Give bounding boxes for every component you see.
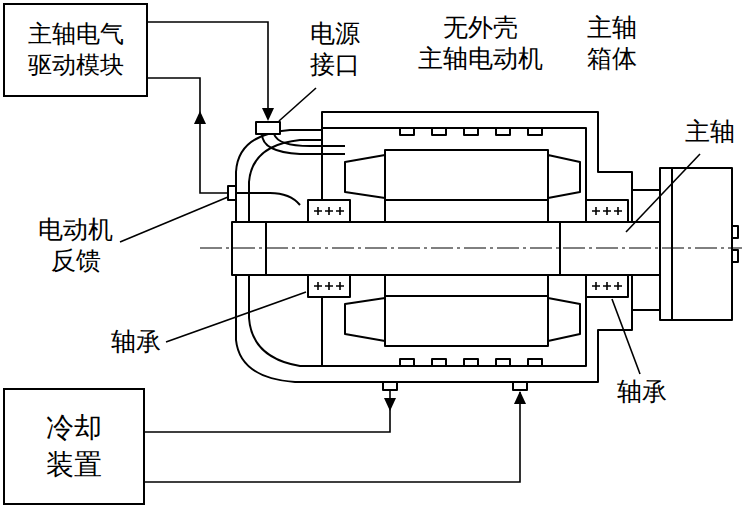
center-line xyxy=(200,248,742,249)
part-label-holder: 无外壳 主轴电动机 xyxy=(416,12,545,75)
part-label-holder: 主轴 箱体 xyxy=(585,12,639,75)
leader-line xyxy=(626,154,700,232)
part-label-holder: 主轴 xyxy=(683,116,737,147)
cooling-groove xyxy=(528,359,542,366)
module-box: 主轴电气 驱动模块 xyxy=(3,3,148,97)
feedback-connector xyxy=(228,186,236,200)
coolant-return xyxy=(145,390,390,432)
cooling-groove xyxy=(464,359,478,366)
winding xyxy=(345,298,385,341)
cooling-groove xyxy=(528,128,542,135)
leader-line xyxy=(166,292,306,342)
feedback-cable xyxy=(236,193,300,205)
winding xyxy=(345,155,385,198)
part-label-holder: 轴承 xyxy=(109,326,163,357)
chuck-jaw xyxy=(732,226,738,238)
cooling-groove xyxy=(400,128,414,135)
cooling-groove xyxy=(400,359,414,366)
winding xyxy=(548,298,580,341)
shaft-step xyxy=(559,222,561,275)
leader-line xyxy=(279,88,316,121)
cooling-groove xyxy=(496,359,510,366)
motor-cable xyxy=(262,134,345,154)
part-label: 轴承 xyxy=(615,376,669,407)
arrow-head xyxy=(262,108,274,121)
arrow-head xyxy=(384,398,396,411)
part-label: 轴承 xyxy=(109,326,163,357)
winding xyxy=(548,155,580,198)
rotor xyxy=(385,200,548,222)
part-label-holder: 轴承 xyxy=(615,376,669,407)
module-box: 冷却 装置 xyxy=(3,388,145,505)
coolant-port xyxy=(383,382,397,390)
cooling-groove xyxy=(432,128,446,135)
coolant-port xyxy=(513,382,527,390)
feedback-wire xyxy=(148,78,228,193)
stator xyxy=(385,296,548,346)
chuck-jaw xyxy=(732,250,738,262)
part-label: 无外壳 主轴电动机 xyxy=(416,12,545,75)
chuck xyxy=(660,168,732,320)
power-wire xyxy=(148,22,268,112)
cooling-groove xyxy=(464,128,478,135)
cooling-groove xyxy=(496,128,510,135)
chuck-step xyxy=(671,168,673,320)
part-label: 主轴 xyxy=(683,116,737,147)
part-label: 主轴 箱体 xyxy=(585,12,639,75)
part-label-holder: 电动机 反馈 xyxy=(36,214,115,277)
leader-line xyxy=(612,299,640,374)
leader-line xyxy=(120,197,228,242)
cooling-groove xyxy=(432,359,446,366)
rotor xyxy=(385,275,548,296)
part-label: 电源 接口 xyxy=(308,18,362,81)
arrow-head xyxy=(514,391,526,404)
arrow-head xyxy=(194,111,206,124)
part-label: 电动机 反馈 xyxy=(36,214,115,277)
power-interface xyxy=(256,122,280,134)
stator xyxy=(385,150,548,200)
box-text: 主轴电气 驱动模块 xyxy=(28,19,124,81)
box-text: 冷却 装置 xyxy=(46,410,102,483)
coolant-supply xyxy=(145,392,520,482)
motor-cable xyxy=(274,134,345,146)
part-label-holder: 电源 接口 xyxy=(308,18,362,81)
